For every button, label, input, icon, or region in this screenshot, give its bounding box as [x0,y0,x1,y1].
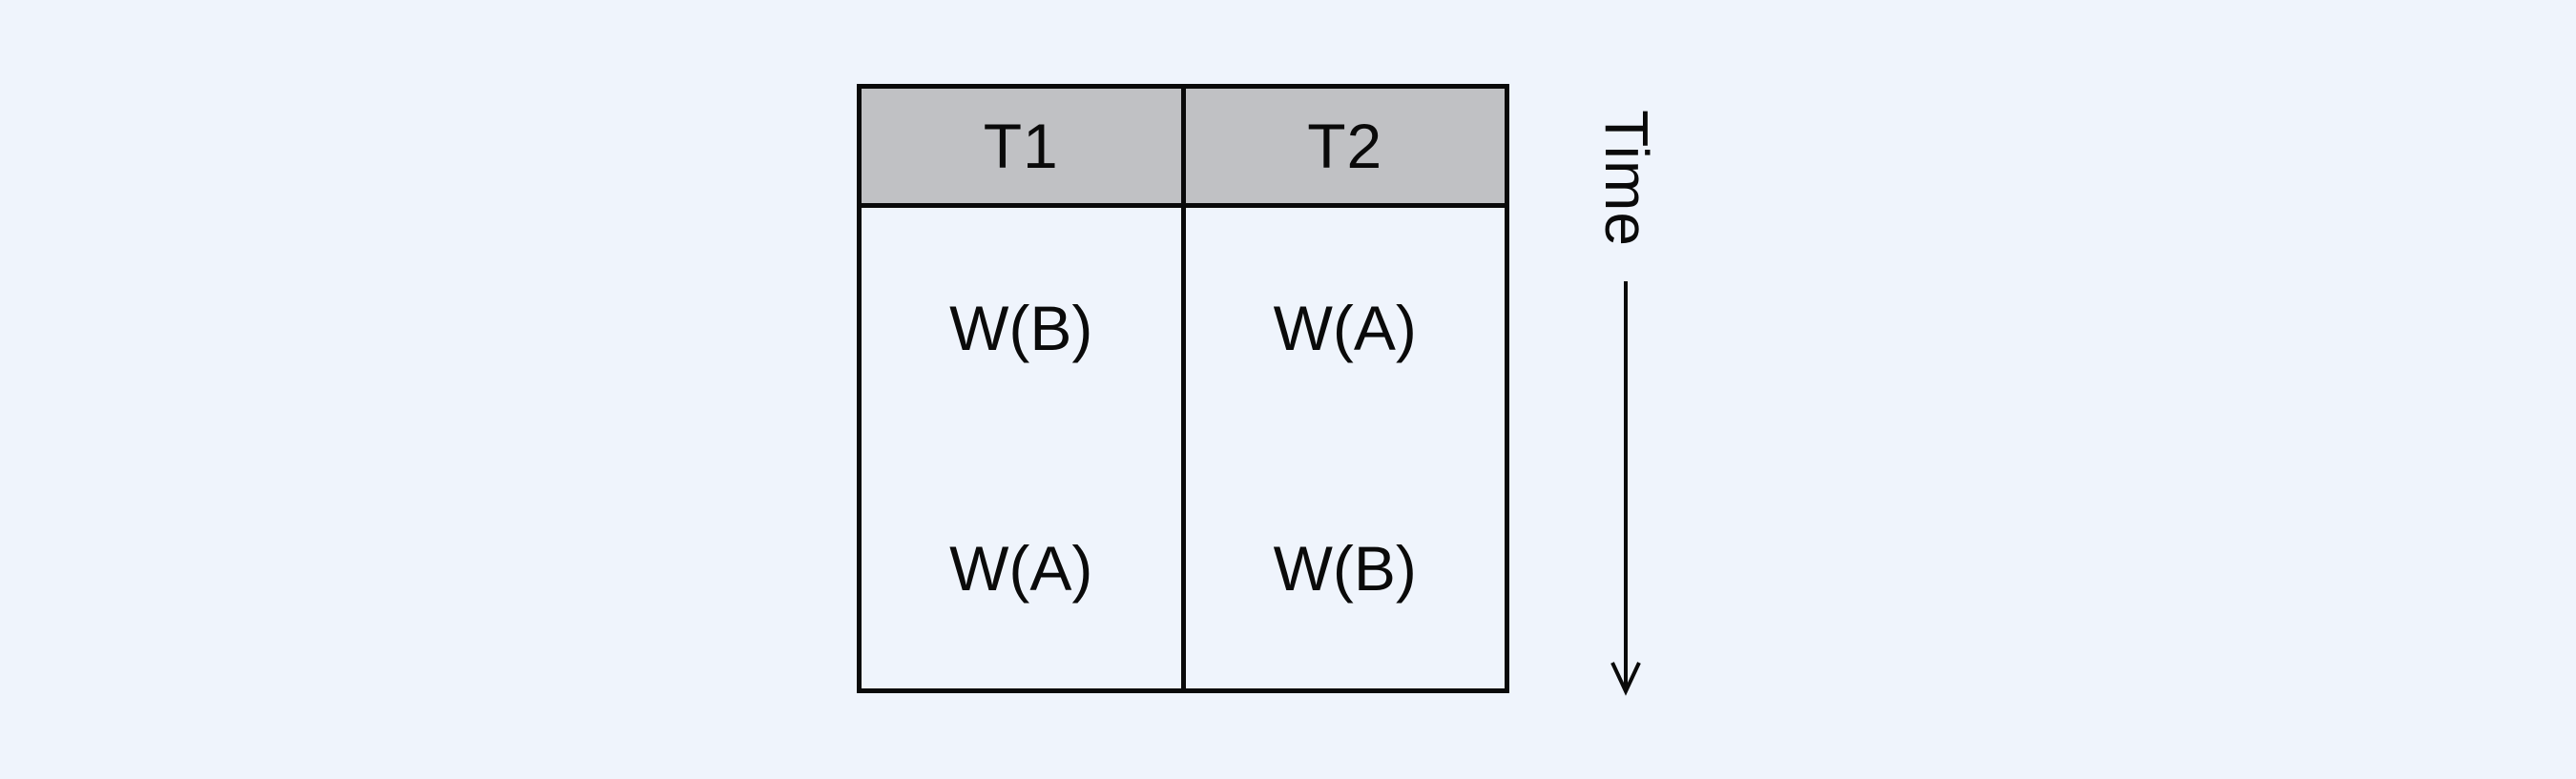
column-t2: T2 W(A) W(B) [1180,89,1506,688]
operation-t1-step1: W(B) [949,293,1093,363]
column-body-t1: W(B) W(A) [862,208,1181,688]
operation-t2-step2: W(B) [1273,533,1417,604]
column-header-t2: T2 [1185,89,1505,208]
column-body-t2: W(A) W(B) [1186,208,1506,688]
column-t1: T1 W(B) W(A) [862,89,1181,688]
operation-t2-step1: W(A) [1273,293,1417,363]
operation-t1-step2: W(A) [949,533,1093,604]
time-axis-label: Time [1592,110,1661,247]
time-arrow-down-icon [1610,281,1641,696]
transaction-schedule-table: T1 W(B) W(A) T2 W(A) W(B) [857,84,1509,693]
column-header-t1: T1 [862,89,1181,208]
